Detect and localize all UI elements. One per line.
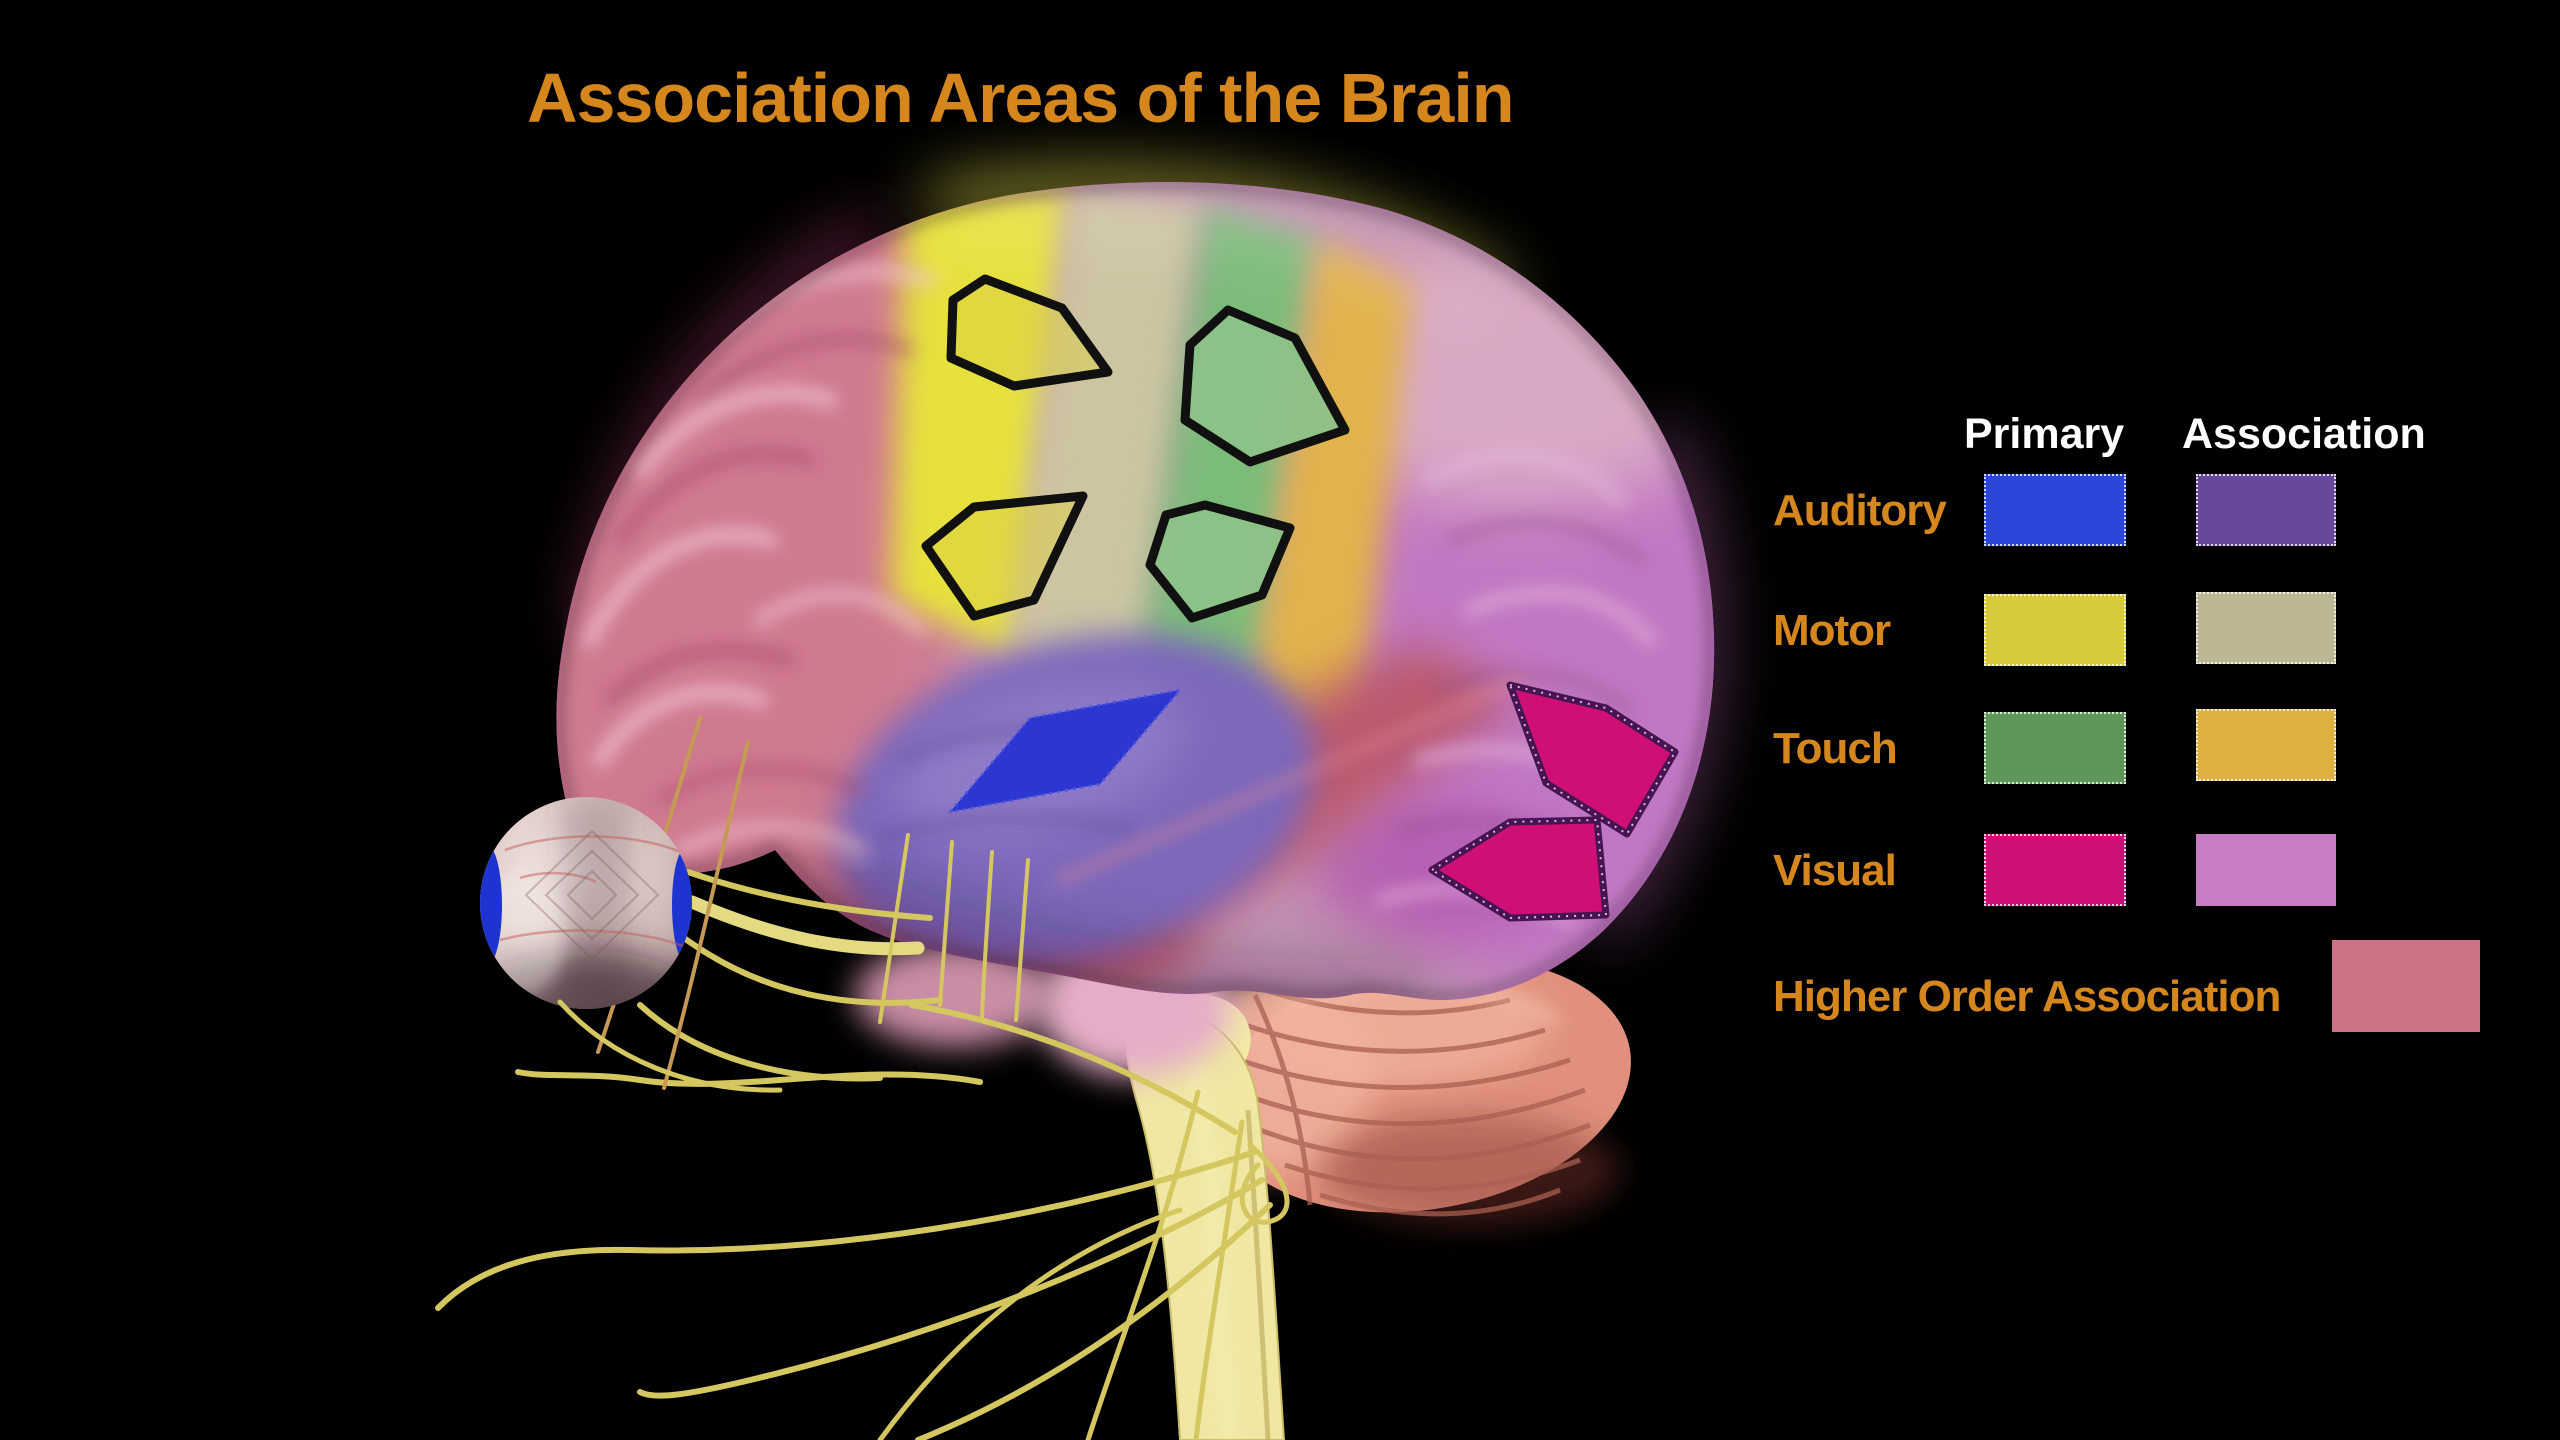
legend-label-touch: Touch bbox=[1773, 724, 1898, 773]
primary-motor-marker-lower bbox=[921, 491, 1088, 621]
legend-swatch-motor-primary bbox=[1984, 594, 2126, 666]
legend-swatch-visual-primary bbox=[1984, 834, 2126, 906]
area-markers bbox=[921, 274, 1679, 922]
legend-swatch-motor-association bbox=[2196, 592, 2336, 664]
primary-touch-marker-lower bbox=[1145, 500, 1295, 623]
legend-swatch-visual-association bbox=[2196, 834, 2336, 906]
cerebellum bbox=[1190, 957, 1631, 1225]
front-nerve-strands bbox=[557, 999, 783, 1093]
legend-swatch-touch-primary bbox=[1984, 712, 2126, 784]
eye-veins bbox=[499, 835, 691, 950]
cerebral-cortex bbox=[556, 182, 1715, 1001]
page-title: Association Areas of the Brain bbox=[527, 59, 1515, 137]
primary-visual-marker-upper bbox=[1506, 681, 1679, 838]
legend-label-visual: Visual bbox=[1773, 846, 1897, 895]
nerve-fibers bbox=[435, 716, 1290, 1440]
primary-auditory-marker bbox=[948, 688, 1182, 814]
cerebellum-striations bbox=[1239, 987, 1591, 1217]
touch-association-strip bbox=[1246, 238, 1412, 790]
iris-edge-left bbox=[480, 845, 502, 965]
legend-swatch-touch-association bbox=[2196, 709, 2336, 781]
eye bbox=[480, 797, 692, 1009]
eye-moire-pattern bbox=[524, 829, 660, 961]
legend-header-association: Association bbox=[2182, 410, 2426, 458]
legend-label-auditory: Auditory bbox=[1773, 486, 1947, 535]
primary-touch-marker-upper bbox=[1180, 305, 1350, 467]
legend-header-primary: Primary bbox=[1964, 410, 2125, 458]
primary-motor-marker-upper bbox=[946, 274, 1113, 391]
legend-label-higher-order-association: Higher Order Association bbox=[1773, 972, 2281, 1021]
legend-swatch-auditory-primary bbox=[1984, 474, 2126, 546]
temporal-underside bbox=[855, 943, 1055, 1047]
legend-swatch-higher-order-association bbox=[2332, 940, 2480, 1032]
primary-visual-marker-lower bbox=[1428, 816, 1610, 922]
legend-swatch-auditory-association bbox=[2196, 474, 2336, 546]
legend-label-motor: Motor bbox=[1773, 606, 1891, 655]
